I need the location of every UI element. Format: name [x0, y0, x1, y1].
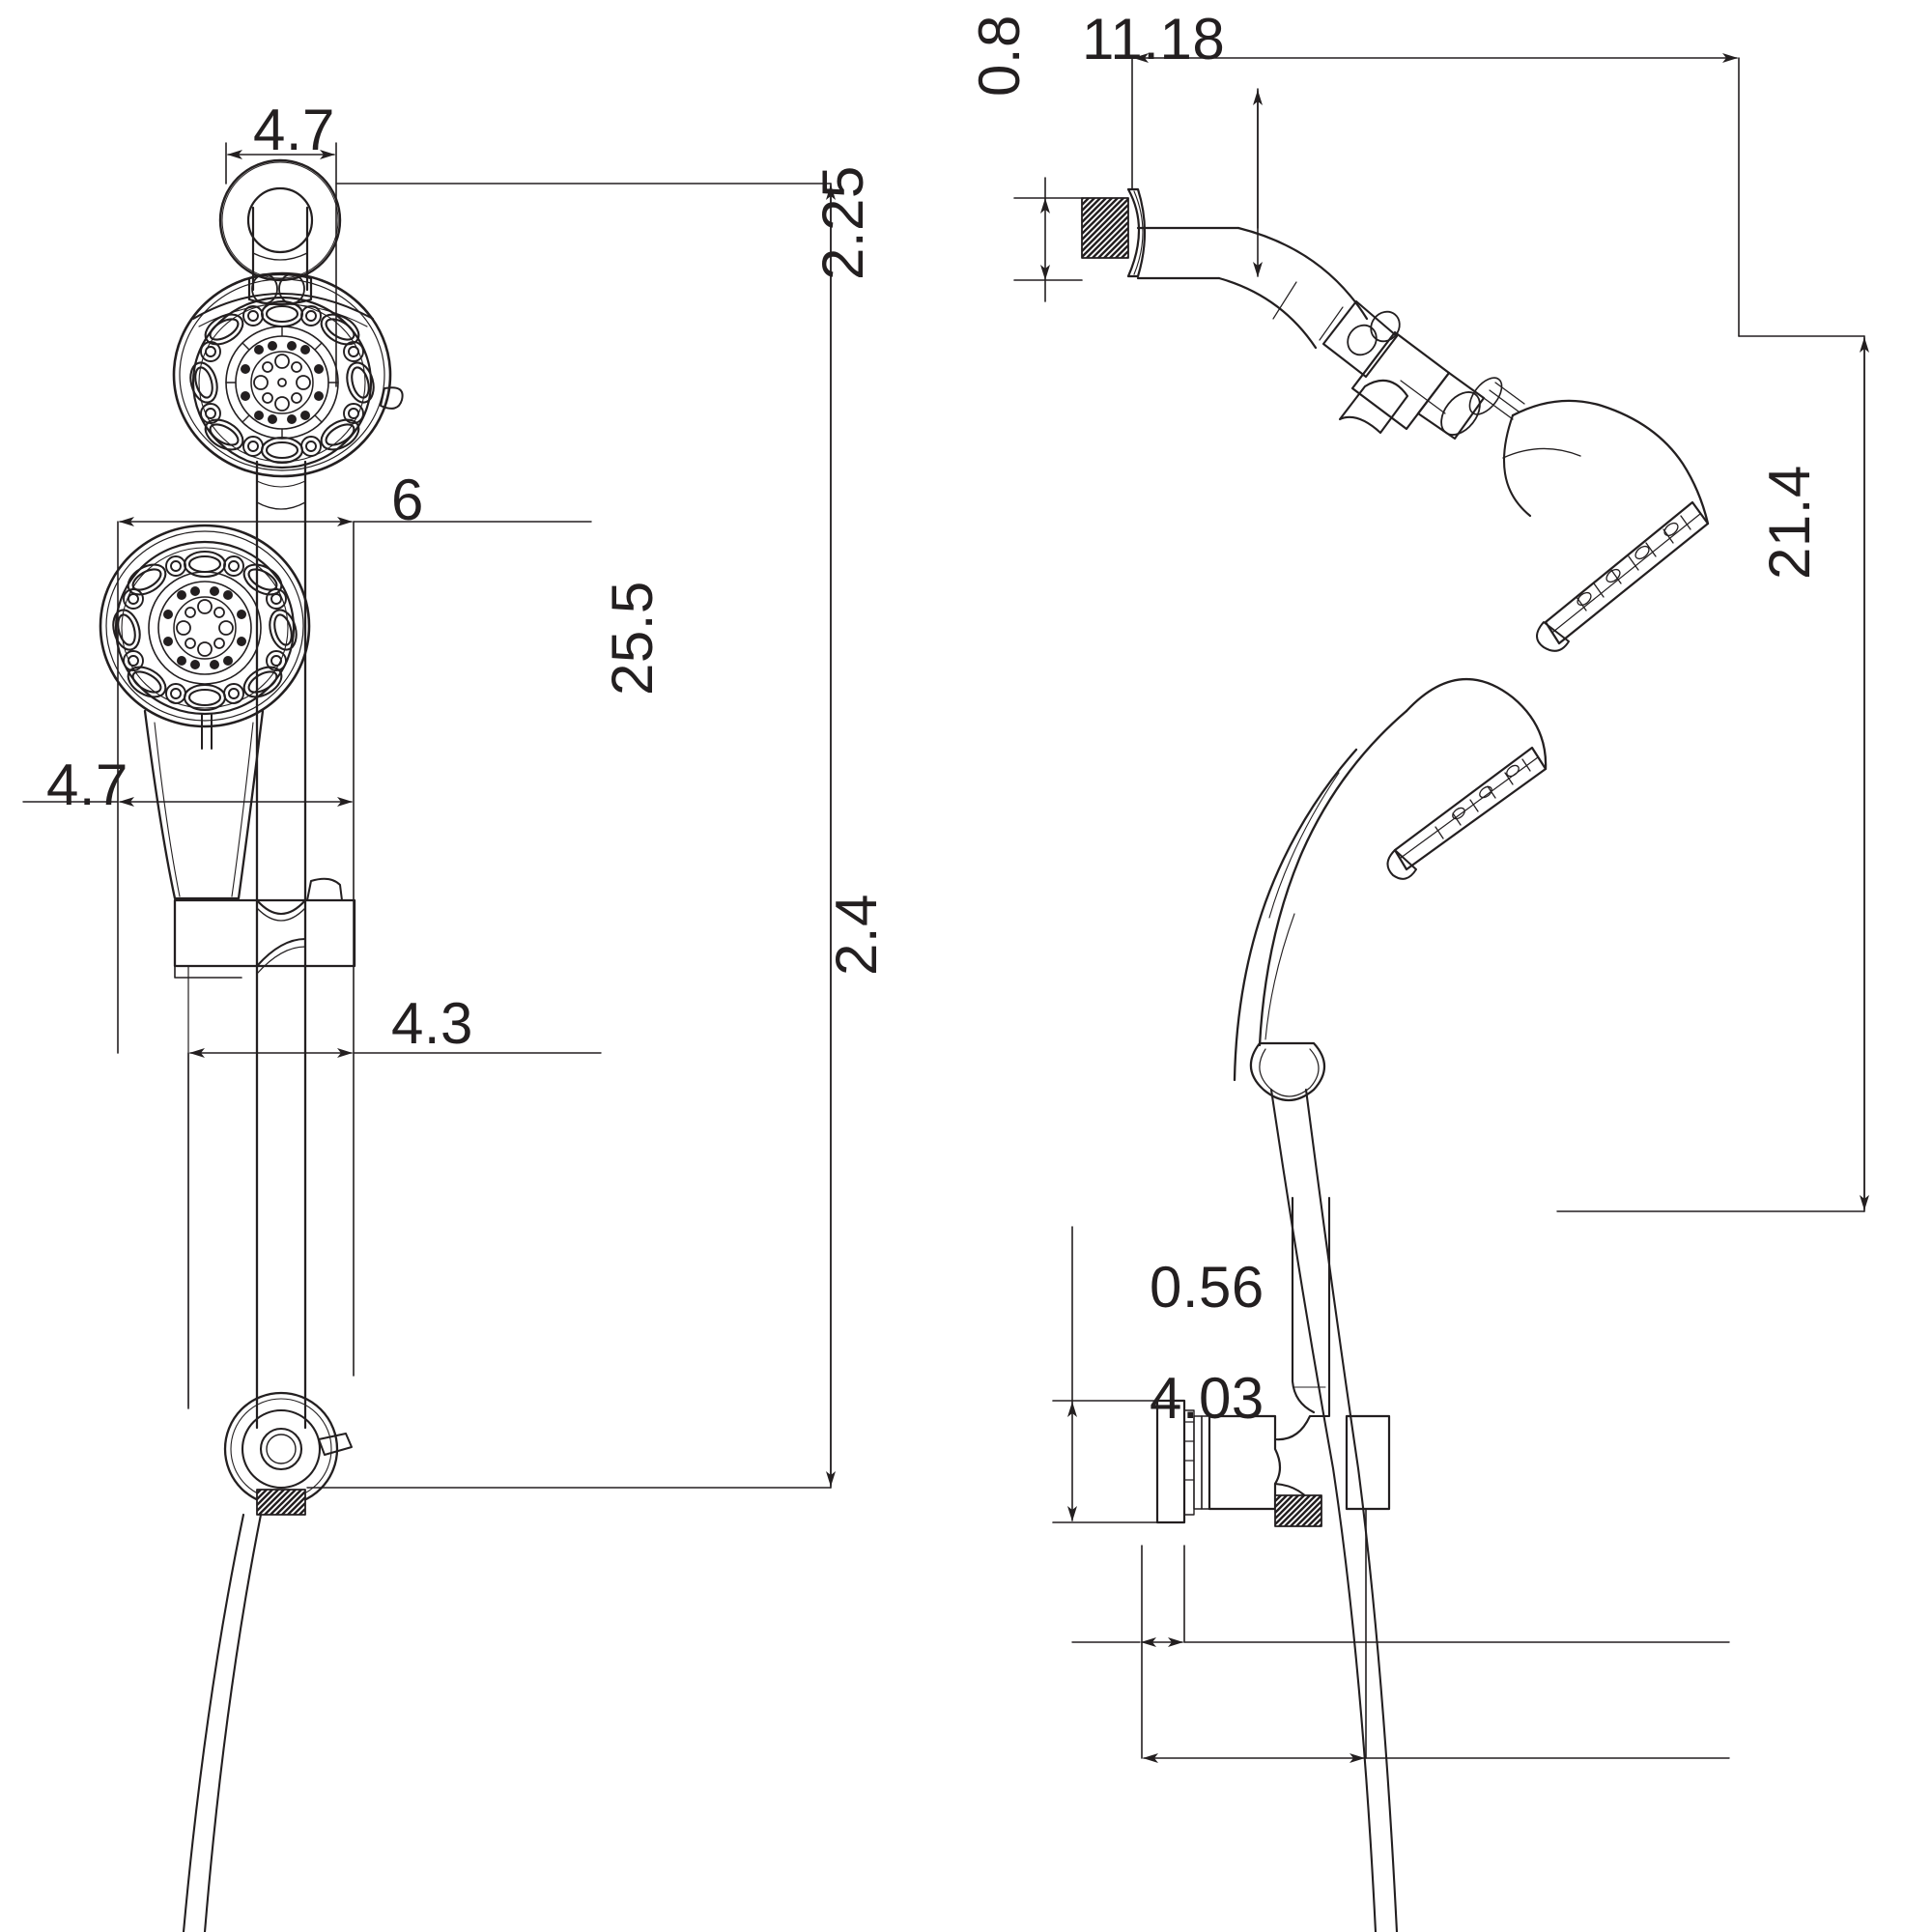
dimension-label-side-hose-offset: 4.03 — [1150, 1366, 1264, 1431]
dimension-label-side-projection: 11.18 — [1082, 7, 1226, 71]
dimension-label-side-total-height: 21.4 — [1757, 465, 1822, 580]
dimension-label-front-bracket-43: 4.3 — [391, 991, 473, 1056]
dimension-label-side-thread-offset: 0.56 — [1150, 1255, 1264, 1320]
dimension-label-side-diverter-height: 2.4 — [824, 894, 889, 976]
dimension-label-side-flange-height: 2.25 — [810, 165, 875, 280]
dimension-label-front-handheld-width: 4.7 — [46, 753, 128, 817]
dimension-label-front-offset-6: 6 — [391, 468, 424, 532]
dimension-label-front-total-height: 25.5 — [600, 581, 665, 696]
dimension-label-side-arm-dia: 0.8 — [967, 14, 1032, 97]
dimension-label-front-head-width: 4.7 — [253, 98, 335, 162]
